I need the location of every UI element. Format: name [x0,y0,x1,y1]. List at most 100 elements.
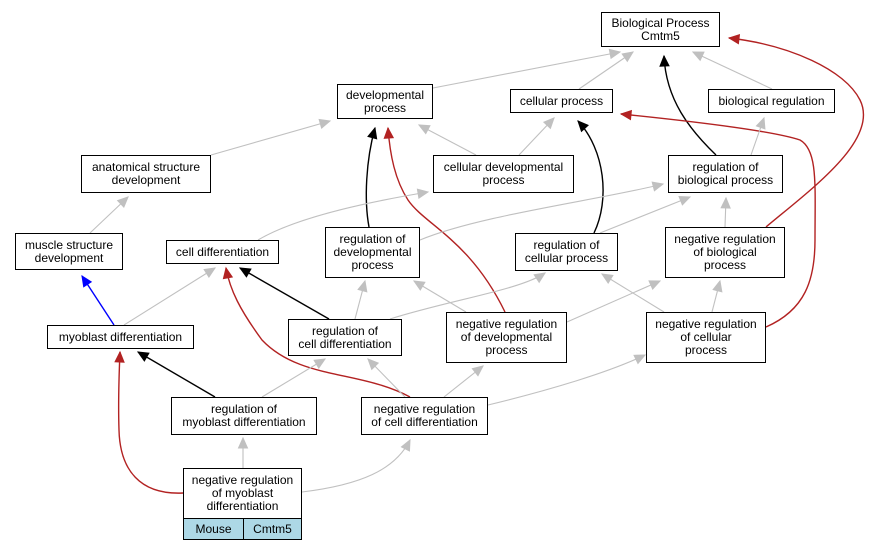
node-label-line: negative regulation [655,317,757,331]
edge-is-a-arrowhead [720,196,731,209]
edge-is-a-arrowhead [318,118,332,129]
node-label-line: myoblast differentiation [58,329,183,344]
edge-is-a-arrowhead [357,279,368,293]
edge-part-of-arrowhead [81,274,93,288]
node-cell-differentiation[interactable]: cell differentiation [166,240,279,264]
edge-is-a [692,51,773,90]
edge-regulates [577,120,604,234]
edge-is-a-arrowhead [648,280,662,291]
node-label-line: myoblast differentiation [182,415,306,429]
node-label-line: process [482,173,525,187]
edge-is-a-arrowhead [203,267,217,279]
node-label-line: process [363,100,407,115]
edge-is-a-arrowhead [608,48,622,60]
node-label-line: development [111,173,181,187]
edge-is-a-arrowhead [678,196,692,206]
edge-is-a [432,51,621,89]
edge-is-a [419,183,664,241]
edge-negatively-regulates [620,113,816,328]
edge-negatively-regulates-arrowhead [114,350,125,363]
node-label-line: negative regulation [674,232,776,246]
edge-is-a-arrowhead [412,280,426,291]
node-label-line: regulation of [311,323,379,338]
edge-is-a-arrowhead [542,117,555,130]
node-label-line: differentiation [206,499,279,513]
node-label-line: cellular developmental [443,160,564,174]
edge-is-a-arrowhead [417,124,431,135]
node-label-line: regulation of [692,160,759,174]
node-label-line: of developmental [460,330,553,344]
edge-is-a-arrowhead [651,181,665,192]
edge-layer [81,33,865,494]
edge-is-a-arrowhead [755,116,766,130]
node-label-line: developmental [345,87,425,102]
node-label-line: Cmtm5 [641,28,680,43]
edge-is-a [301,439,411,493]
edge-is-a-arrowhead [116,196,129,209]
edge-is-a-arrowhead [416,188,430,199]
edge-is-a-arrowhead [533,272,547,284]
edge-negatively-regulates [117,351,184,494]
node-myoblast-differentiation[interactable]: myoblast differentiation [47,325,194,349]
edge-is-a [487,354,646,406]
edge-regulates [137,351,216,398]
edge-regulates-arrowhead [577,120,589,133]
node-biological-regulation[interactable]: biological regulation [708,89,835,113]
edge-is-a [257,191,429,241]
edge-regulates-arrowhead [367,126,378,140]
node-label-line: biological process [677,173,774,187]
species-tag[interactable]: Mouse [183,518,244,540]
node-cellular-process[interactable]: cellular process [510,89,613,113]
node-label-line: biological regulation [718,93,825,108]
edge-is-a-arrowhead [633,354,647,365]
edge-negatively-regulates-arrowhead [383,126,395,139]
node-label-line: cellular process [519,93,604,108]
edge-is-a [599,196,691,234]
edge-is-a [261,358,326,398]
edge-is-a-arrowhead [237,436,249,449]
node-label-line: negative regulation [455,317,558,331]
node-label-line: Biological Process [611,15,710,30]
node-label-line: negative regulation [191,473,294,487]
edge-regulates [663,55,717,156]
edge-is-a-arrowhead [691,51,705,62]
edge-negatively-regulates [225,267,411,398]
node-label-line: of cellular [680,330,732,344]
edge-regulates-arrowhead [659,54,670,67]
node-label-line: of cell differentiation [371,415,478,429]
edge-regulates-arrowhead [136,351,150,362]
node-label-line: regulation of [339,232,406,246]
edge-negatively-regulates-arrowhead [727,33,741,45]
edge-negatively-regulates [387,127,506,313]
gene-tag[interactable]: Cmtm5 [243,518,302,540]
edge-is-a [123,267,216,326]
node-label-line: cell differentiation [175,244,270,259]
edge-negatively-regulates-arrowhead [222,266,234,280]
edge-is-a-arrowhead [313,358,327,369]
edge-negatively-regulates [728,37,865,228]
node-label-line: regulation of [533,238,600,252]
edge-negatively-regulates-arrowhead [619,109,632,121]
edge-is-a [418,124,477,156]
node-label-line: of biological [693,245,757,259]
node-label-line: process [684,343,728,357]
node-label-line: of myoblast [211,486,274,500]
edge-is-a-arrowhead [367,358,380,371]
node-label-line: process [485,343,528,357]
